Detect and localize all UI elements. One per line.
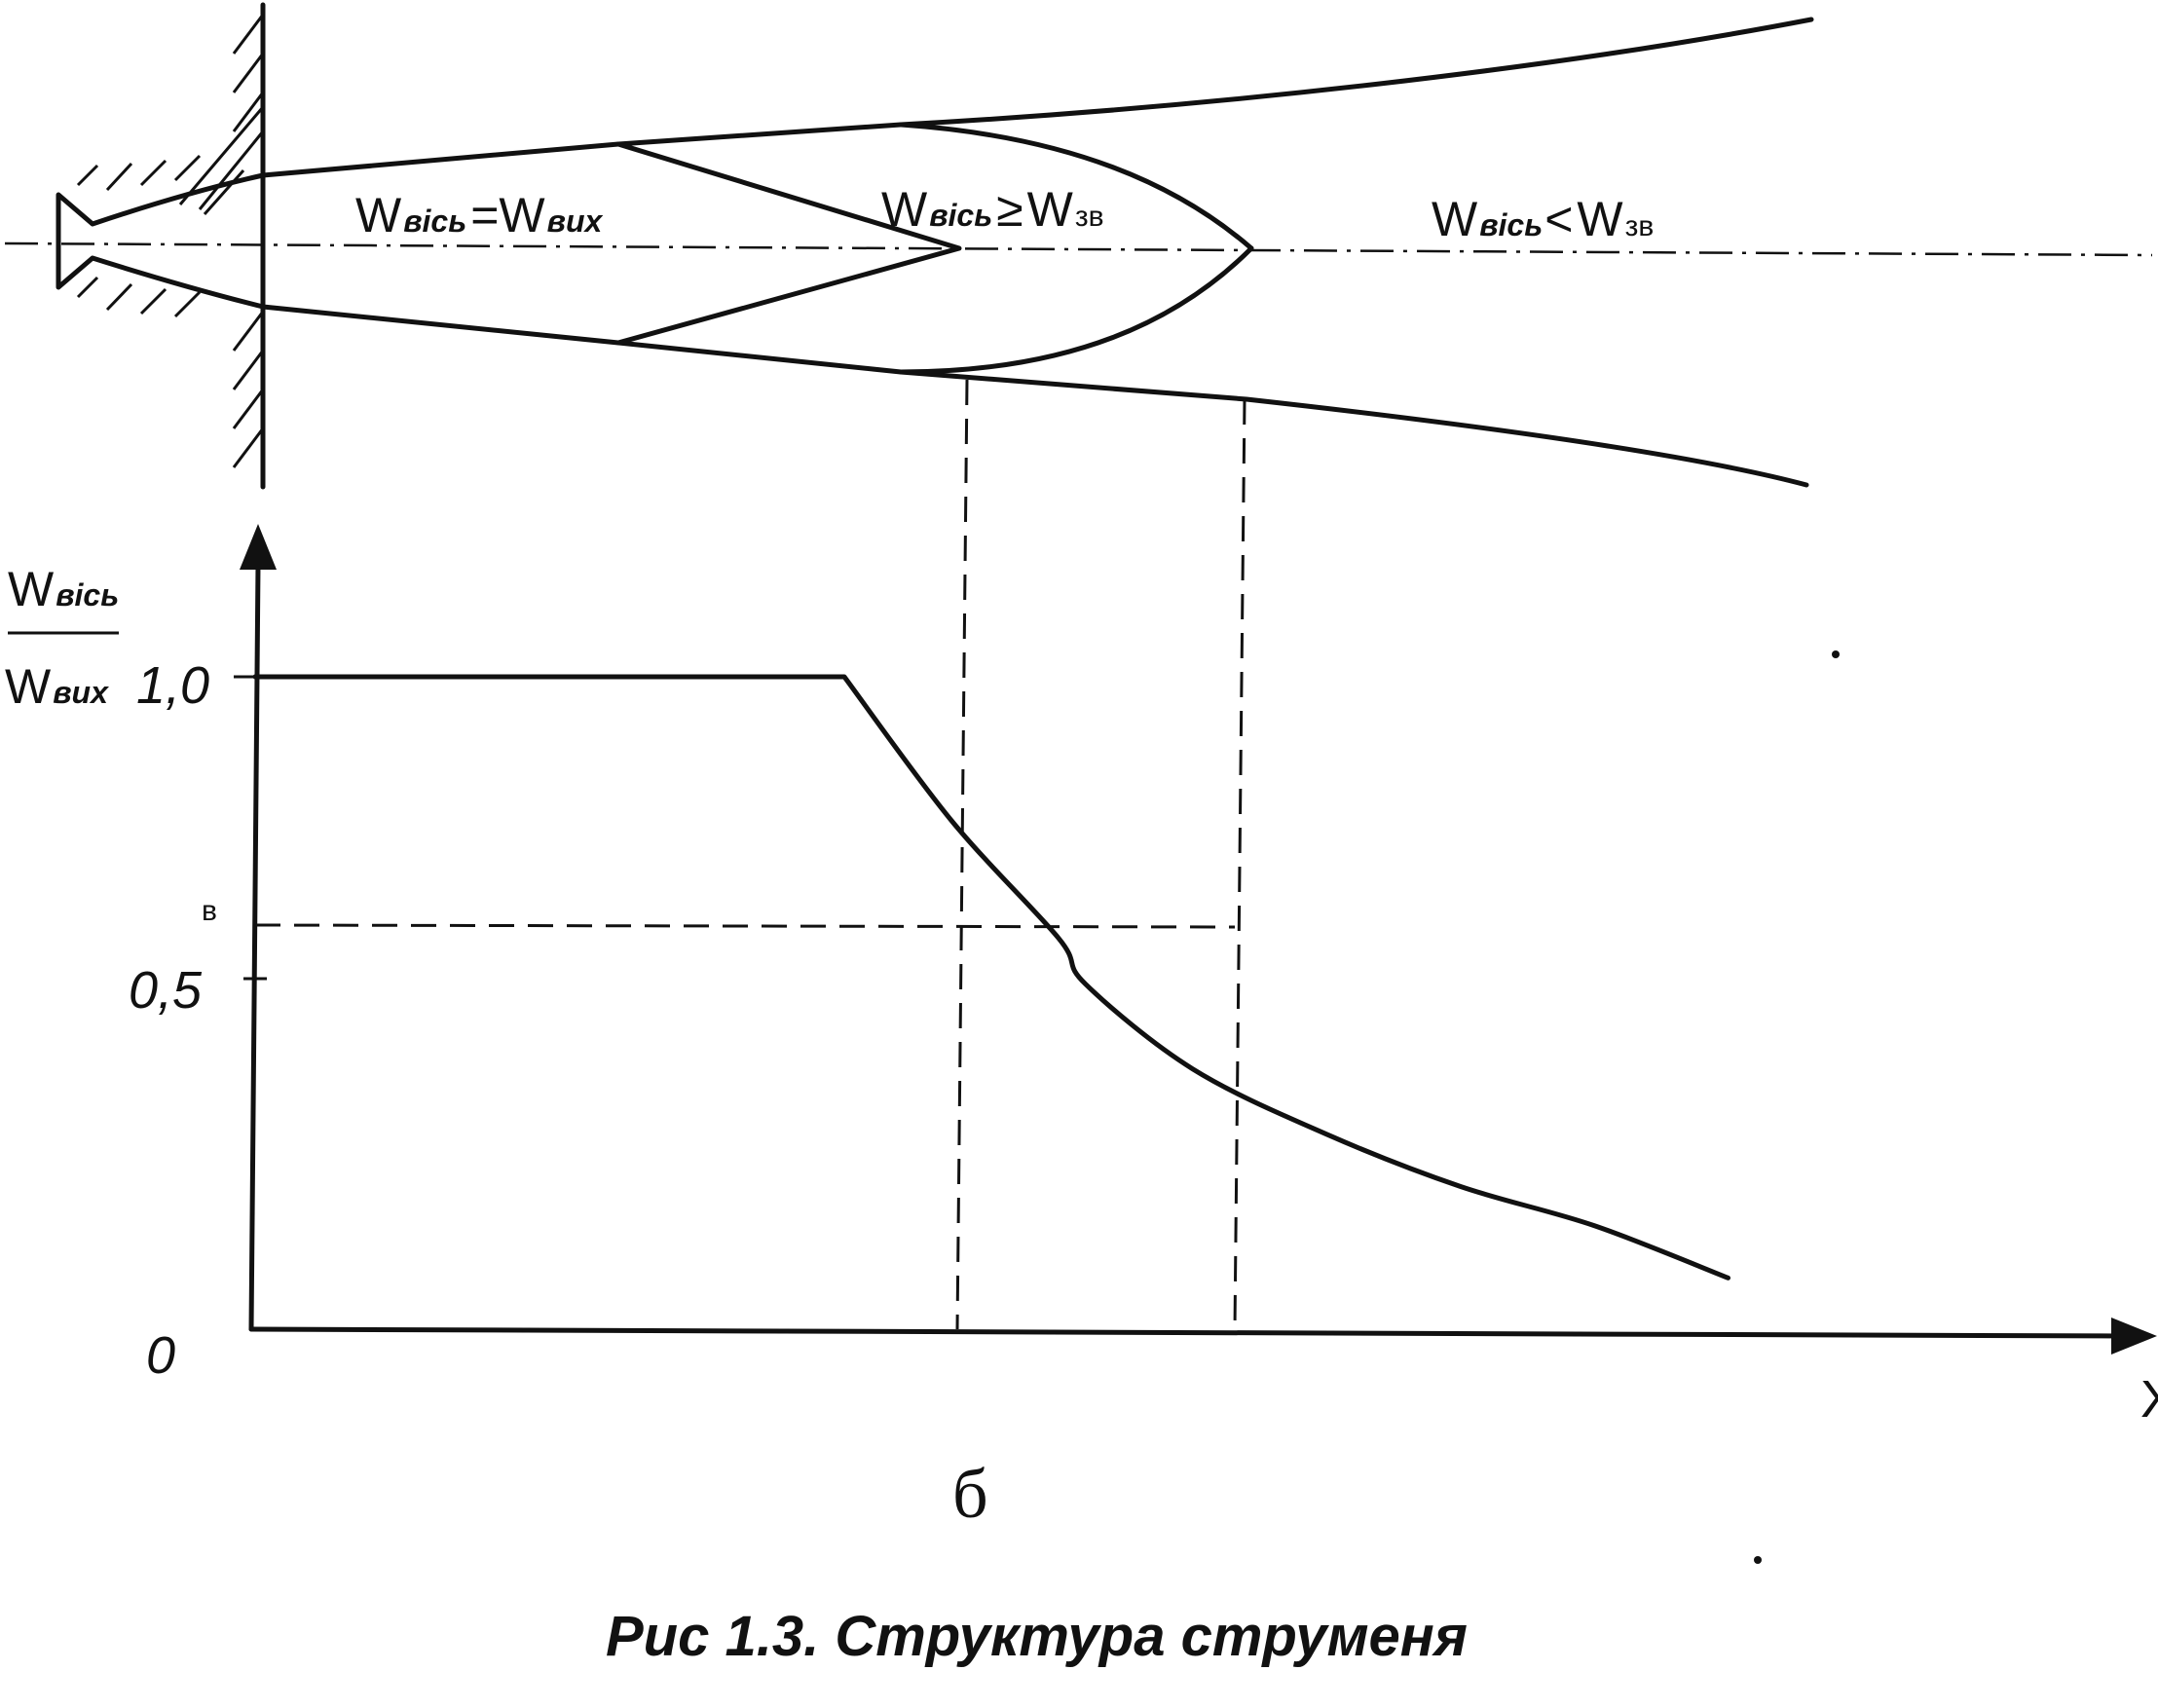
svg-text:Wвісь<Wзв: Wвісь<Wзв [1432,192,1654,246]
y-title-denominator: Wвих [5,659,109,714]
jet-axis [4,241,2153,257]
scan-speck [1754,1556,1762,1564]
svg-text:Wвісь=Wвих: Wвісь=Wвих [355,188,604,242]
potential-core [615,141,962,346]
jet-upper-boundary [260,17,1814,178]
figure-caption: Рис 1.3. Структура струменя [606,1605,1468,1668]
y-title-numerator: Wвісь [8,562,119,616]
jet-lower-boundary [260,304,1809,488]
x-axis-arrow [2111,1318,2157,1355]
scan-speck [1832,650,1840,658]
velocity-curve [252,674,1730,1281]
projection-core-end [955,379,969,1330]
label-far: Wвісь<Wзв [1432,192,1654,246]
velocity-chart: Wвісь Wвих 1,0 0,5 в 0 X [5,524,2158,1429]
label-core: Wвісь=Wвих [355,188,604,242]
svg-text:Wвісь≥Wзв: Wвісь≥Wзв [881,182,1104,237]
y-axis [248,562,261,1332]
projection-sonic-end [1233,398,1246,1330]
y-tick-label-b: в [202,895,217,927]
sonic-level-line [254,923,1236,929]
sonic-region-lower [898,245,1254,375]
y-tick-label-1: 1,0 [136,656,209,715]
y-tick-label-05: 0,5 [129,961,203,1020]
origin-label: 0 [146,1326,175,1385]
x-axis [248,1326,2126,1339]
sonic-region-upper [898,122,1254,251]
label-sonic: Wвісь≥Wзв [881,182,1104,237]
wall-hatching [178,14,265,468]
nozzle [56,154,266,318]
x-axis-label: X [2140,1370,2158,1429]
figure-letter: б [952,1455,988,1533]
y-axis-arrow [240,524,277,570]
jet-diagram: Wвісь=Wвих Wвісь≥Wзв Wвісь<Wзв [4,2,2153,490]
